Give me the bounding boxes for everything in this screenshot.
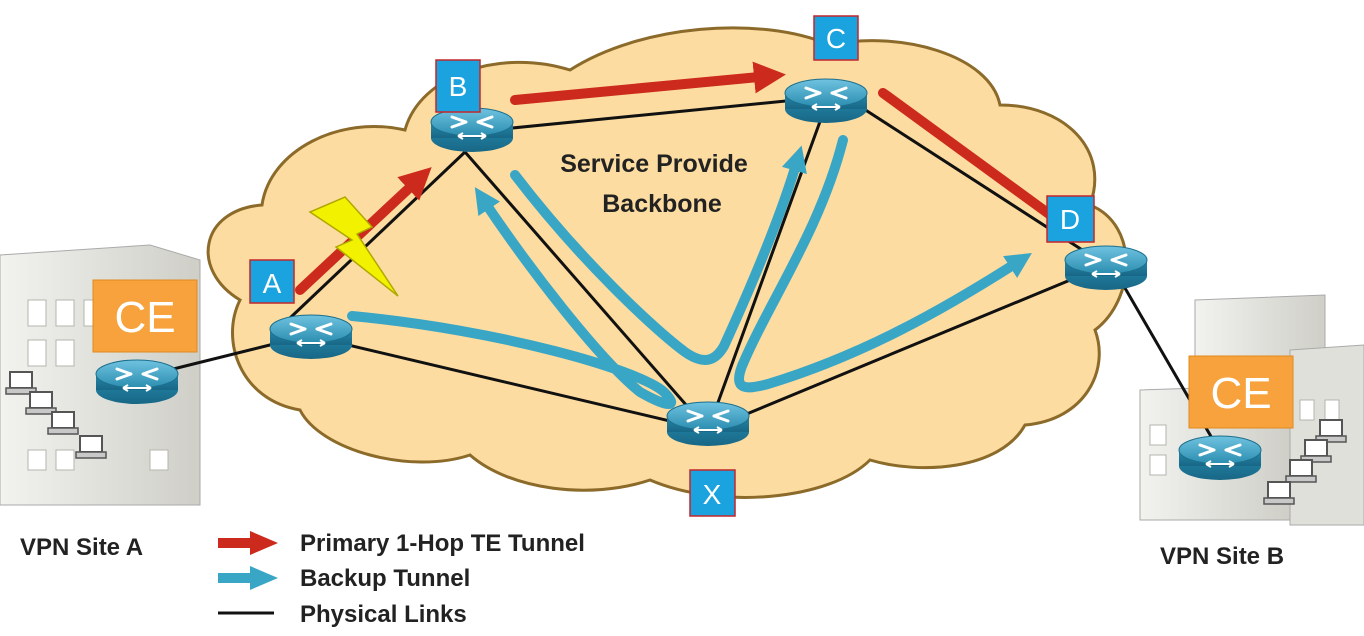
legend-primary-label: Primary 1-Hop TE Tunnel	[300, 530, 585, 557]
router-x-label: X	[703, 479, 722, 510]
legend-backup-label: Backup Tunnel	[300, 565, 470, 592]
legend: Primary 1-Hop TE Tunnel Backup Tunnel Ph…	[218, 530, 585, 628]
router-c-icon	[783, 77, 869, 125]
backbone-label-line2: Backbone	[602, 190, 722, 218]
router-c-label: C	[826, 23, 846, 54]
label-box-a: A	[249, 259, 295, 304]
router-ce-b-label: CE	[1210, 369, 1271, 418]
router-a-label: A	[263, 268, 282, 299]
backup-tunnels	[347, 135, 1032, 409]
router-x-icon	[665, 400, 751, 448]
router-ce-a-icon	[94, 358, 180, 406]
link-failure-lightning-icon	[308, 196, 399, 297]
router-a-icon	[268, 313, 354, 361]
router-d-label: D	[1060, 204, 1080, 235]
site-b-label: VPN Site B	[1160, 543, 1284, 570]
label-box-b: B	[435, 59, 481, 113]
label-box-ce-a: CE	[92, 279, 198, 353]
site-a-label: VPN Site A	[20, 534, 143, 561]
primary-tunnels	[295, 61, 1065, 295]
legend-physical-label: Physical Links	[300, 601, 467, 628]
backbone-label-line1: Service Provide	[560, 150, 748, 178]
router-b-icon	[429, 106, 515, 154]
legend-primary-swatch	[218, 531, 278, 555]
legend-backup-swatch	[218, 566, 278, 590]
router-d-icon	[1063, 244, 1149, 292]
label-box-c: C	[813, 15, 859, 61]
router-ce-a-label: CE	[114, 293, 175, 342]
router-b-label: B	[449, 71, 468, 102]
label-box-x: X	[689, 469, 736, 517]
router-ce-b-icon	[1177, 434, 1263, 482]
label-box-d: D	[1046, 195, 1095, 243]
label-box-ce-b: CE	[1188, 355, 1294, 429]
